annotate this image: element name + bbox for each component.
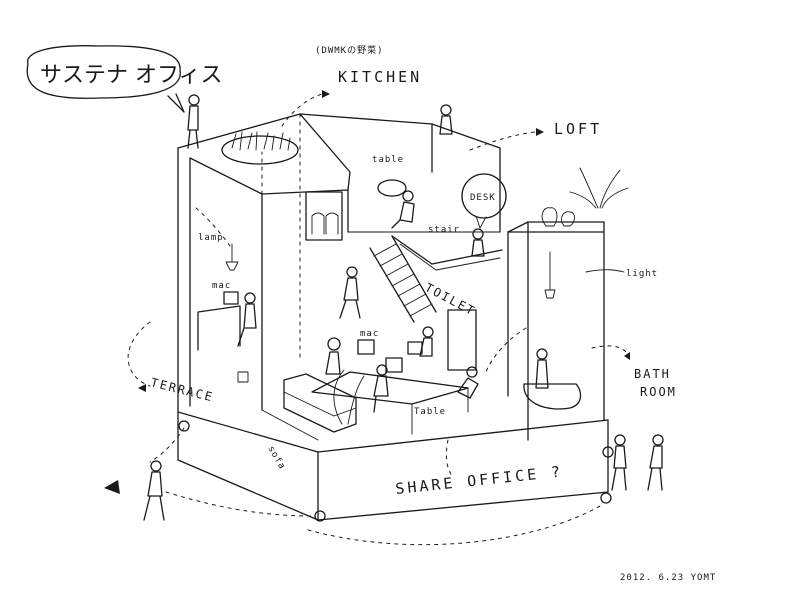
person-icon — [237, 292, 257, 347]
person-icon — [339, 266, 361, 319]
kitchen-window — [305, 191, 343, 241]
left-desk — [197, 291, 241, 351]
person-icon — [439, 104, 453, 135]
light-icon — [544, 251, 556, 299]
label-terrace: TERRACE — [149, 375, 215, 404]
subtitle-text: (DWMKの野菜) — [315, 44, 384, 56]
person-icon — [187, 94, 200, 149]
label-lamp: lamp — [198, 233, 224, 243]
arrow-icon — [322, 90, 330, 98]
plant-icon — [237, 167, 629, 425]
person-icon — [325, 337, 341, 375]
person-icon — [457, 366, 479, 399]
label-sofa: sofa — [265, 445, 287, 472]
center-table — [311, 339, 469, 435]
callout-arrows — [104, 90, 630, 546]
roof-garden — [221, 131, 299, 165]
arrow-icon — [624, 352, 630, 360]
person-icon — [535, 348, 549, 389]
person-icon — [471, 228, 485, 257]
label-bath: BATH — [634, 367, 671, 381]
lamp-icon — [225, 243, 239, 271]
label-mac-center: mac — [360, 329, 379, 339]
sofa — [283, 373, 357, 433]
building — [177, 113, 609, 521]
loft-table — [377, 179, 407, 197]
label-desk: DESK — [470, 193, 496, 203]
label-kitchen: KITCHEN — [338, 68, 422, 86]
arrow-icon — [536, 128, 544, 136]
label-mac-left: mac — [212, 281, 231, 291]
desk-bubble — [461, 173, 507, 229]
toilet-door — [447, 309, 477, 371]
person-icon — [647, 434, 664, 491]
signature: 2012. 6.23 YOMT — [620, 573, 716, 583]
wheel-icon — [178, 420, 614, 522]
label-light: light — [626, 269, 658, 279]
label-toilet: TOILET — [423, 280, 478, 318]
person-icon — [419, 326, 434, 357]
label-room: ROOM — [640, 385, 677, 399]
person-icon — [143, 460, 165, 521]
title-text: サステナ オフィス — [40, 63, 223, 88]
label-share-office: SHARE OFFICE ? — [395, 462, 564, 498]
label-loft: LOFT — [554, 120, 602, 138]
label-table-bottom: Table — [414, 407, 446, 417]
person-icon — [391, 190, 415, 229]
arrow-icon — [138, 384, 146, 392]
stair — [369, 235, 503, 323]
person-icon — [611, 434, 627, 491]
title-bubble: サステナ オフィス — [26, 45, 223, 113]
label-table-top: table — [372, 155, 404, 165]
bathtub — [523, 383, 582, 410]
label-stair: stair — [428, 225, 460, 235]
person-icon — [373, 364, 389, 413]
arrow-icon — [104, 480, 120, 494]
